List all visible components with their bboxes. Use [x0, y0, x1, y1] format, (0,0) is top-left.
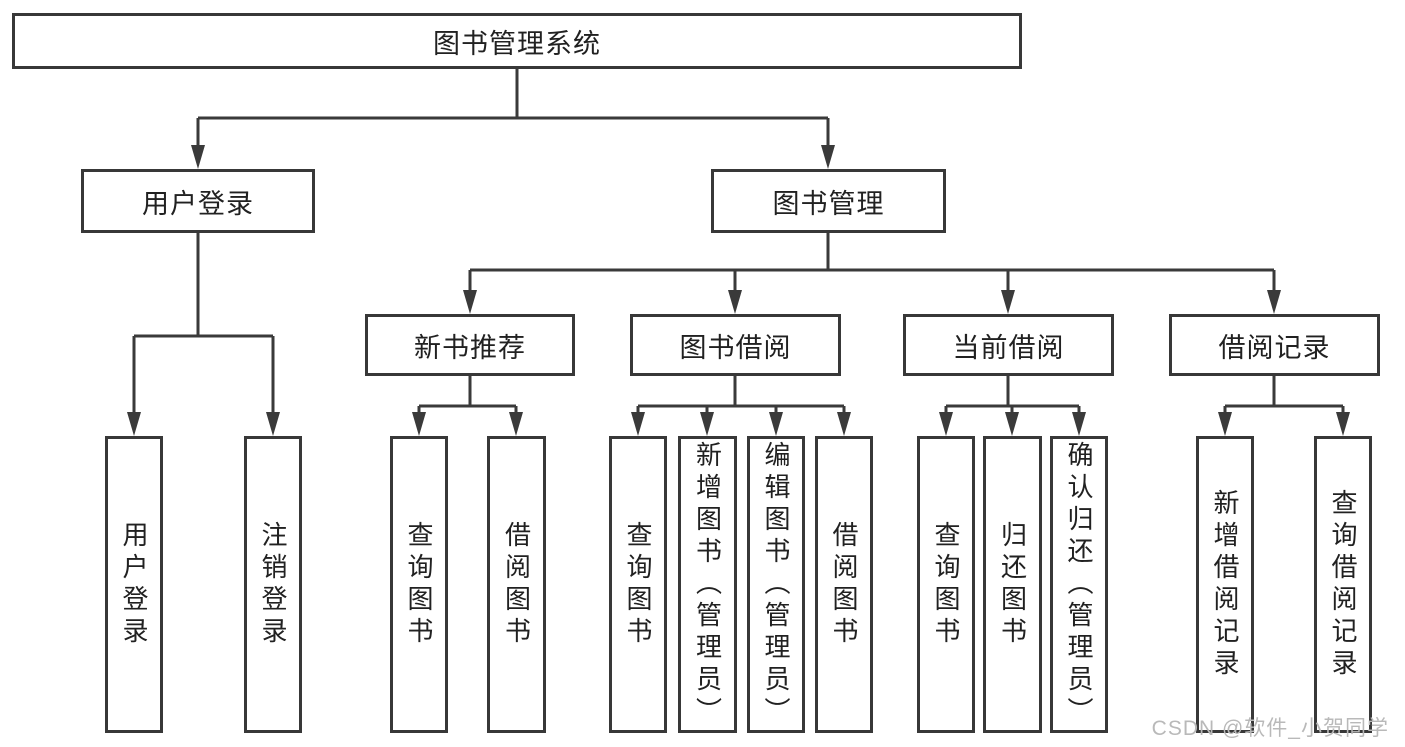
edge-userlogin-to-leaves — [132, 233, 275, 420]
leaf-add-books-admin: 新增图书（管理员） — [678, 436, 737, 733]
leaf-query-books-borrow: 查询图书 — [609, 436, 667, 733]
csdn-watermark: CSDN @软件_小贺同学 — [1151, 717, 1389, 740]
node-book-management: 图书管理 — [711, 169, 946, 233]
leaf-borrow-books: 借阅图书 — [815, 436, 873, 733]
leaf-edit-books-admin: 编辑图书（管理员） — [747, 436, 805, 733]
node-current-borrow: 当前借阅 — [903, 314, 1114, 376]
edge-records-to-leaves — [1223, 376, 1345, 420]
leaf-confirm-return-admin: 确认归还（管理员） — [1050, 436, 1108, 733]
node-root-library-system: 图书管理系统 — [12, 13, 1022, 69]
leaf-borrow-books-recommend: 借阅图书 — [487, 436, 546, 733]
leaf-logout: 注销登录 — [244, 436, 302, 733]
leaf-return-books: 归还图书 — [983, 436, 1042, 733]
edge-bookmgmt-to-level3 — [468, 233, 1276, 298]
node-user-login: 用户登录 — [81, 169, 315, 233]
leaf-query-books-current: 查询图书 — [917, 436, 975, 733]
leaf-user-login: 用户登录 — [105, 436, 163, 733]
leaf-query-books-recommend: 查询图书 — [390, 436, 448, 733]
edge-borrow-to-leaves — [636, 376, 846, 420]
node-new-book-recommend: 新书推荐 — [365, 314, 575, 376]
arrowheads — [127, 145, 1350, 436]
edge-root-to-level2 — [196, 69, 830, 152]
node-borrow-records: 借阅记录 — [1169, 314, 1380, 376]
node-book-borrow: 图书借阅 — [630, 314, 841, 376]
leaf-add-borrow-record: 新增借阅记录 — [1196, 436, 1254, 733]
leaf-query-borrow-record: 查询借阅记录 — [1314, 436, 1372, 733]
edge-newbook-to-leaves — [417, 376, 518, 420]
